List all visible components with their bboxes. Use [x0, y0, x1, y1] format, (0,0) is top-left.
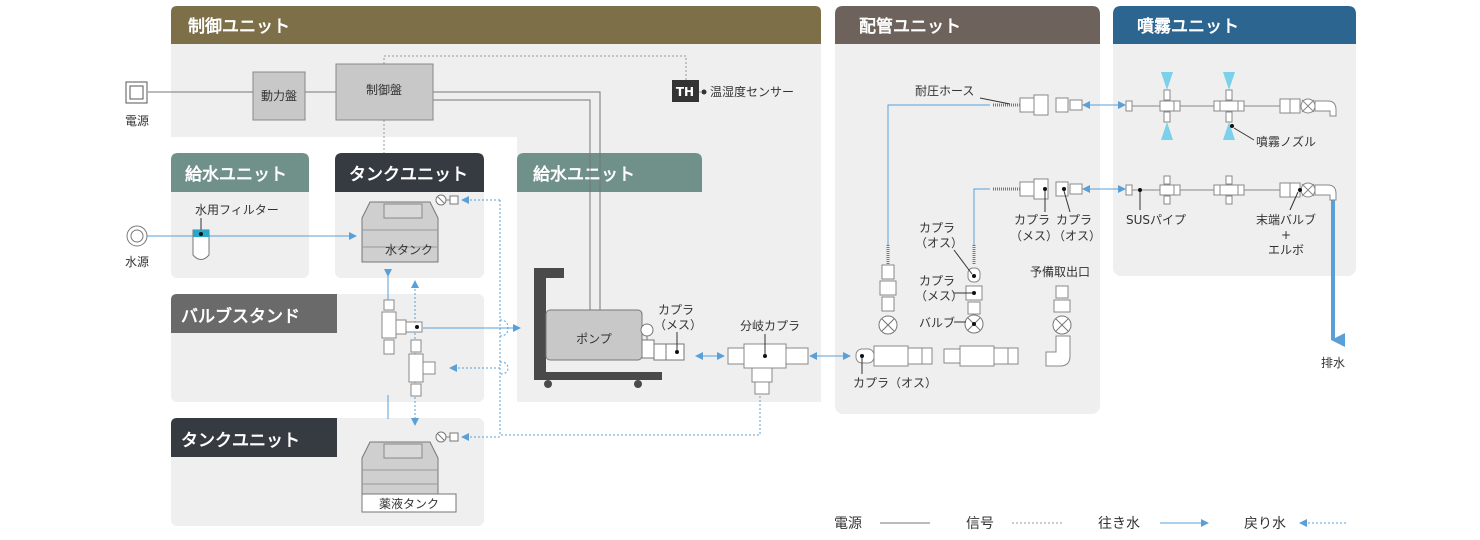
drain-label: 排水: [1321, 356, 1345, 370]
coupler-male-2a: カプラ: [1056, 213, 1092, 227]
supply-left-header: [171, 153, 309, 192]
power-panel-box: [252, 71, 306, 121]
coupler-male-1b: （オス）: [915, 236, 963, 250]
control-panel-box: [335, 63, 434, 121]
legend-power-label: 電源: [834, 516, 862, 532]
coupler-male-2b: （オス）: [1053, 229, 1101, 243]
supply-right-title: 給水ユニット: [533, 164, 635, 185]
tank-bottom-header: [171, 418, 337, 457]
legend-outgoing-label: 往き水: [1098, 516, 1140, 532]
coupler-male-1a: カプラ: [919, 221, 955, 235]
tank-top-title: タンクユニット: [349, 165, 468, 185]
legend-signal-label: 信号: [966, 516, 994, 532]
pressure-hose-label: 耐圧ホース: [915, 84, 974, 98]
spare-outlet-icon: [1045, 285, 1072, 367]
chem-tank-label-box: [361, 493, 457, 513]
mist-unit-title: 噴霧ユニット: [1137, 16, 1239, 37]
nozzle-label: 噴霧ノズル: [1256, 134, 1316, 149]
valve-label: バルブ: [919, 315, 955, 330]
pump-coupler-label-2: （メス）: [654, 318, 702, 332]
mist-spray-1: [1161, 72, 1173, 90]
coupler-female-1b: （メス）: [915, 289, 963, 303]
control-unit-header: [171, 6, 821, 44]
return-water-lines: [411, 196, 761, 441]
piping-assembly-right: [943, 245, 1019, 367]
mist-unit-header: [1113, 6, 1356, 44]
pressure-hose-top: [993, 94, 1083, 116]
valve-stand-fittings: [381, 299, 436, 397]
sus-pipe-label: SUSパイプ: [1126, 213, 1186, 227]
sensor-label: 温湿度センサー: [710, 84, 794, 99]
coupler-female-2b: （メス）: [1010, 229, 1058, 243]
control-unit-panel: [171, 6, 821, 402]
th-sensor-icon: [672, 80, 699, 102]
pump-coupler-label-1: カプラ: [658, 303, 694, 317]
control-unit-title: 制御ユニット: [188, 16, 290, 37]
end-valve-label-3: エルボ: [1268, 243, 1304, 257]
spare-outlet-label: 予備取出口: [1030, 264, 1090, 279]
legend-return-label: 戻り水: [1244, 516, 1286, 532]
tank-bottom-title: タンクユニット: [181, 431, 300, 451]
power-lines: [148, 91, 601, 310]
coupler-female-1a: カプラ: [919, 274, 955, 288]
end-valve-label-1: 末端バルブ: [1256, 212, 1316, 227]
outgoing-water-lines: [147, 101, 1126, 419]
supply-right-header: [517, 153, 702, 192]
filter-label: 水用フィルター: [195, 203, 279, 217]
th-badge-label: TH: [676, 85, 694, 99]
mist-unit-panel: [1113, 6, 1356, 276]
power-panel-label: 動力盤: [261, 89, 297, 103]
supply-left-title: 給水ユニット: [185, 164, 287, 185]
water-filter-icon: [192, 229, 210, 260]
mist-spray-2: [1223, 72, 1235, 90]
piping-assembly-left: [855, 245, 933, 367]
valve-stand-header: [171, 294, 337, 333]
legend: 電源 信号 往き水 戻り水: [834, 516, 1348, 532]
pump-cart-icon: [534, 268, 685, 388]
piping-unit-header: [835, 6, 1100, 44]
water-tank-label: 水タンク: [385, 243, 433, 257]
water-source-label: 水源: [125, 255, 149, 269]
valve-stand-title: バルブスタンド: [181, 306, 300, 327]
chem-tank-icon: [361, 431, 459, 497]
branch-coupler-label: 分岐カプラ: [740, 319, 800, 333]
pump-label: ポンプ: [576, 332, 612, 346]
tank-top-header: [335, 153, 484, 192]
piping-unit-title: 配管ユニット: [859, 16, 961, 37]
coupler-male-bottom-label: カプラ（オス）: [853, 376, 937, 390]
power-source-label: 電源: [125, 114, 149, 128]
end-valve-label-2: +: [1281, 228, 1291, 242]
water-tank-icon: [361, 194, 459, 263]
control-panel-label: 制御盤: [366, 82, 402, 97]
chem-tank-label: 薬液タンク: [379, 496, 439, 511]
coupler-female-2a: カプラ: [1014, 213, 1050, 227]
